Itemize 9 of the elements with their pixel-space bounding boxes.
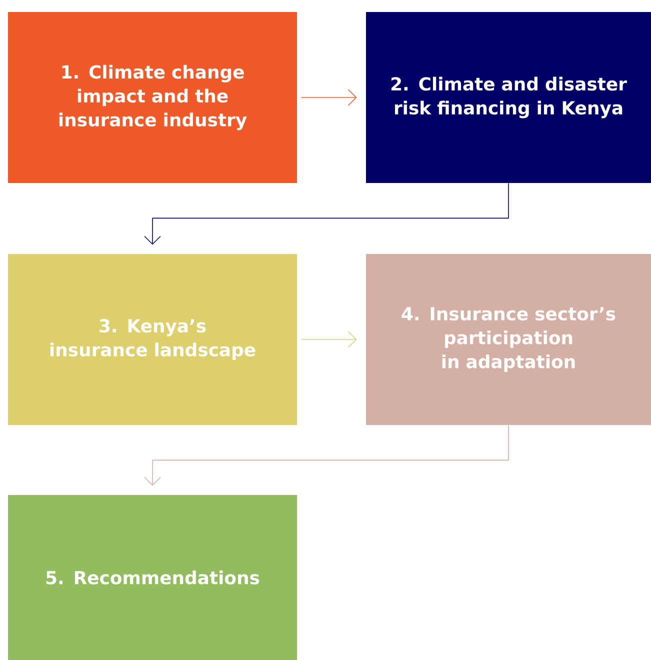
process-box: 3. Kenya’s insurance landscape [8, 254, 297, 425]
arrow [144, 182, 509, 245]
arrow [144, 424, 509, 486]
process-box: 2. Climate and disaster risk financing in Kenya [366, 12, 651, 183]
process-box: 1. Climate change impact and the insurance industry [8, 12, 297, 183]
arrow [300, 89, 357, 106]
arrow [300, 331, 357, 348]
process-box: 4. Insurance sector’s participation in adaptation [366, 254, 651, 425]
process-box: 5. Recommendations [8, 495, 297, 660]
